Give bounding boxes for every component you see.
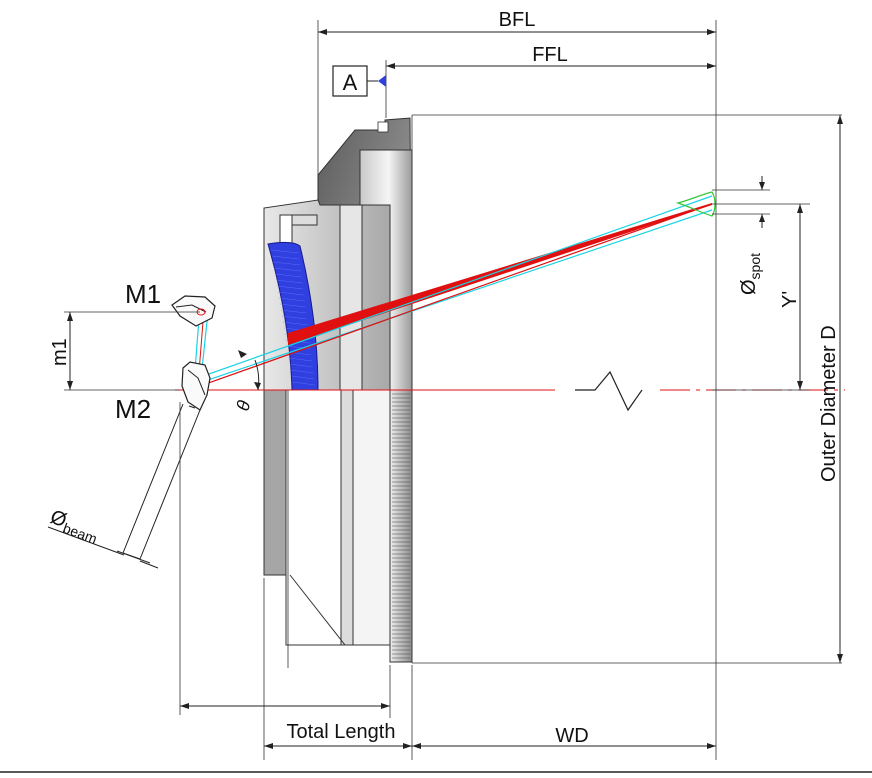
theta-label: θ: [233, 398, 255, 413]
dimension-lines: [47, 29, 843, 749]
wd-label: WD: [555, 725, 588, 747]
input-beam-tube: [116, 403, 201, 564]
extension-lines: [64, 20, 810, 760]
m2-mirror-label: M2: [115, 394, 151, 424]
outer-diameter-label: Outer Diameter D: [818, 325, 840, 482]
datum-label: A: [343, 70, 358, 95]
ffl-label: FFL: [532, 44, 568, 66]
datum-a: A: [332, 65, 386, 97]
lens-element: [267, 241, 319, 391]
working-volume: [411, 114, 842, 664]
m1-mirror-label: M1: [125, 279, 161, 309]
ray-bundle: [191, 195, 713, 389]
axis-break-symbol: [575, 370, 643, 412]
mirror-m1: [171, 295, 216, 327]
image-height-label: Y': [779, 291, 801, 308]
beam-diameter-label: Øbeam: [46, 506, 102, 547]
total-length-label: Total Length: [287, 721, 396, 743]
spot-diameter-label: Øspot: [738, 253, 763, 295]
mirror-m2: [181, 361, 211, 411]
bfl-label: BFL: [499, 9, 536, 31]
m1-distance-label: m1: [49, 338, 71, 366]
